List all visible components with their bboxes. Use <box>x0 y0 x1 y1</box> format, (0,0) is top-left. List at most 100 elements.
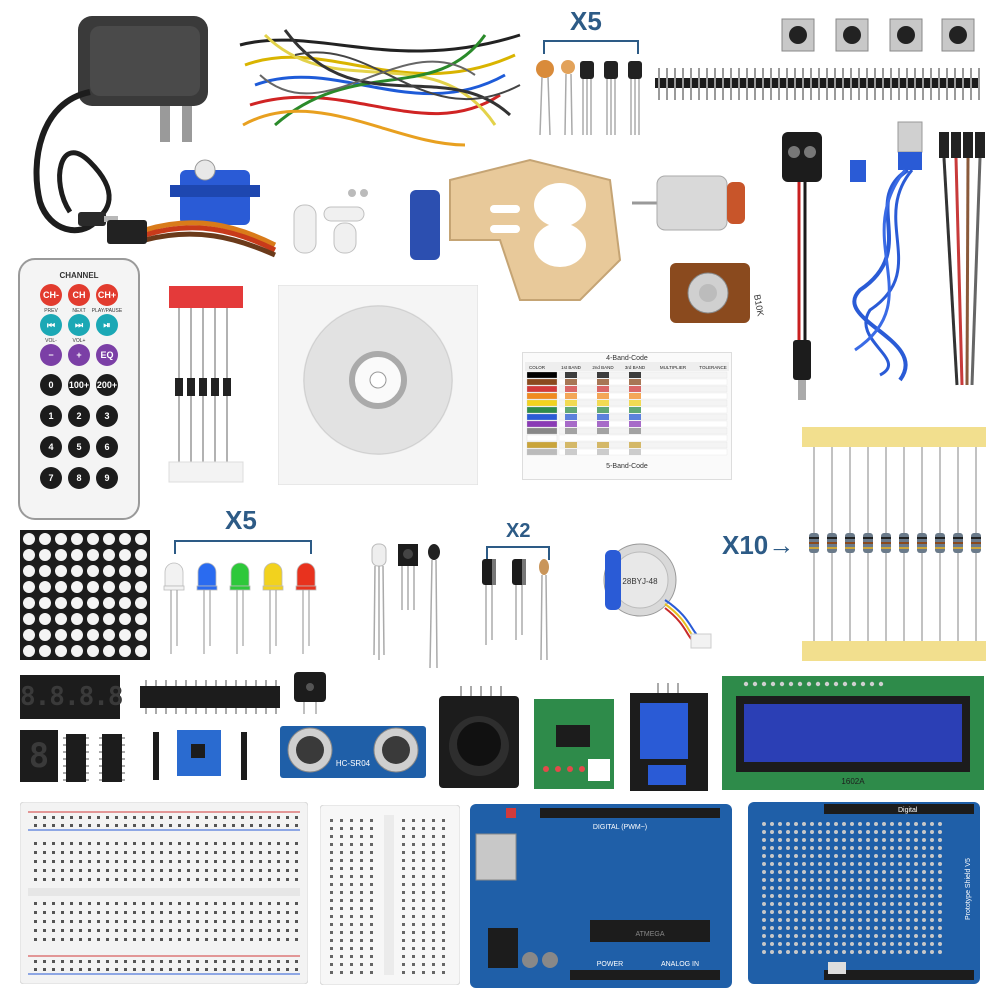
svg-text:−: − <box>48 350 53 360</box>
power-adapter-graphic <box>33 16 208 234</box>
seg4-digits: 8.8.8.8 <box>20 682 124 712</box>
buzzer-graphic <box>294 672 326 714</box>
led-matrix-graphic <box>20 530 150 660</box>
remote-key-4[interactable]: 4 <box>40 436 62 458</box>
svg-text:3rd BAND: 3rd BAND <box>625 365 646 370</box>
push-buttons <box>780 15 980 55</box>
remote-key-2[interactable]: 2 <box>68 405 90 427</box>
uno-power-label: POWER <box>597 961 623 968</box>
remote-button-ch[interactable]: CH <box>68 284 90 306</box>
diodes <box>165 282 245 487</box>
quantity-label-leds: X5 <box>225 505 257 535</box>
remote-button-media-1[interactable]: ⏭ <box>68 314 90 336</box>
svg-text:7: 7 <box>48 473 53 483</box>
power-adapter <box>20 12 220 242</box>
ultrasonic-sensor-graphic: HC-SR04 <box>280 726 426 778</box>
remote-button-vol-2[interactable]: EQ <box>96 344 118 366</box>
pot-marking: B10K <box>752 294 766 317</box>
uno-analog-label: ANALOG IN <box>661 961 699 968</box>
svg-text:⏭: ⏭ <box>75 320 84 330</box>
svg-text:CH+: CH+ <box>98 290 116 300</box>
svg-text:+: + <box>76 350 81 360</box>
remote-button-media-2[interactable]: ⏯ <box>96 314 118 336</box>
transistors-capacitors <box>530 55 650 140</box>
relay-module-graphic <box>630 683 708 791</box>
uno-atmega-label: ATMEGA <box>635 931 664 938</box>
remote-button-vol-1[interactable]: + <box>68 344 90 366</box>
potentiometer: B10K <box>660 255 775 335</box>
svg-text:VOL+: VOL+ <box>73 338 86 344</box>
remote-button-vol-0[interactable]: − <box>40 344 62 366</box>
svg-text:⏯: ⏯ <box>103 320 110 330</box>
svg-text:200+: 200+ <box>97 380 117 390</box>
electrolytic-capacitors <box>474 555 559 665</box>
pin-header-graphic <box>655 68 980 100</box>
quantity-label-caps: X2 <box>506 520 531 542</box>
quantity-label-top: X5 <box>570 6 602 36</box>
svg-text:NEXT: NEXT <box>72 308 85 314</box>
svg-text:1: 1 <box>48 411 53 421</box>
joystick-module <box>437 686 522 791</box>
dip-ic-graphic <box>140 680 280 714</box>
svg-text:CH: CH <box>73 290 86 300</box>
small-ics <box>62 728 132 788</box>
breadboard-small-graphic <box>319 804 461 986</box>
svg-text:9: 9 <box>104 473 109 483</box>
remote-key-0[interactable]: 0 <box>40 374 62 396</box>
leds-graphic <box>163 562 317 654</box>
stepper-motor-graphic: 28BYJ-48 <box>603 543 712 649</box>
push-buttons-graphic <box>781 18 975 52</box>
ultrasonic-label: HC-SR04 <box>336 759 371 768</box>
svg-text:1st BAND: 1st BAND <box>561 365 582 370</box>
remote-key-7[interactable]: 7 <box>40 467 62 489</box>
remote-key-1[interactable]: 1 <box>40 405 62 427</box>
transistors-graphic <box>536 60 642 136</box>
quantity-label-resistors: X10→ <box>722 530 795 560</box>
servo-horns-graphic <box>293 189 368 254</box>
svg-text:100+: 100+ <box>69 380 89 390</box>
remote-key-100plus[interactable]: 100+ <box>68 374 90 396</box>
small-ics-graphic <box>63 734 125 782</box>
remote-key-3[interactable]: 3 <box>96 405 118 427</box>
remote-key-200plus[interactable]: 200+ <box>96 374 118 396</box>
arduino-uno-graphic: DIGITAL (PWM~) POWER ANALOG IN ATMEGA <box>470 804 732 988</box>
remote-key-6[interactable]: 6 <box>96 436 118 458</box>
breadboard-small <box>319 804 461 986</box>
remote-channel-label: CHANNEL <box>59 271 98 280</box>
prototype-shield: Digital Prototype Shield V5 <box>748 800 984 985</box>
acrylic-bracket-graphic <box>410 158 622 301</box>
breadboard-large-graphic <box>19 801 309 985</box>
led-matrix <box>20 530 150 660</box>
card-title-bottom: 5-Band-Code <box>606 463 648 470</box>
svg-text:MULTIPLIER: MULTIPLIER <box>660 365 687 370</box>
seven-segment-4digit: 8.8.8.8 <box>20 675 124 719</box>
remote-key-9[interactable]: 9 <box>96 467 118 489</box>
svg-text:4: 4 <box>48 442 53 452</box>
stepper-motor: 28BYJ-48 <box>595 540 715 650</box>
svg-text:0: 0 <box>48 380 53 390</box>
remote-key-5[interactable]: 5 <box>68 436 90 458</box>
remote-button-ch-[interactable]: CH- <box>40 284 62 306</box>
usb-cable <box>840 120 940 390</box>
pin-header-strip <box>655 68 980 100</box>
dc-motor-graphic <box>632 175 745 231</box>
ir-receiver-sensors <box>368 540 453 670</box>
relay-module <box>628 683 710 793</box>
svg-text:6: 6 <box>104 442 109 452</box>
shield-label: Prototype Shield V5 <box>965 858 972 920</box>
quantity-bracket-leds <box>174 540 312 554</box>
quantity-bracket-top <box>543 40 639 54</box>
svg-text:2nd BAND: 2nd BAND <box>592 365 614 370</box>
cd-disc <box>277 284 479 486</box>
dupont-cable <box>935 130 990 390</box>
potentiometer-graphic: B10K <box>670 263 766 323</box>
remote-button-media-0[interactable]: ⏮ <box>40 314 62 336</box>
servo-horns <box>290 185 380 260</box>
pin-headers-small <box>145 728 265 783</box>
remote-key-8[interactable]: 8 <box>68 467 90 489</box>
remote-button-ch+[interactable]: CH+ <box>96 284 118 306</box>
